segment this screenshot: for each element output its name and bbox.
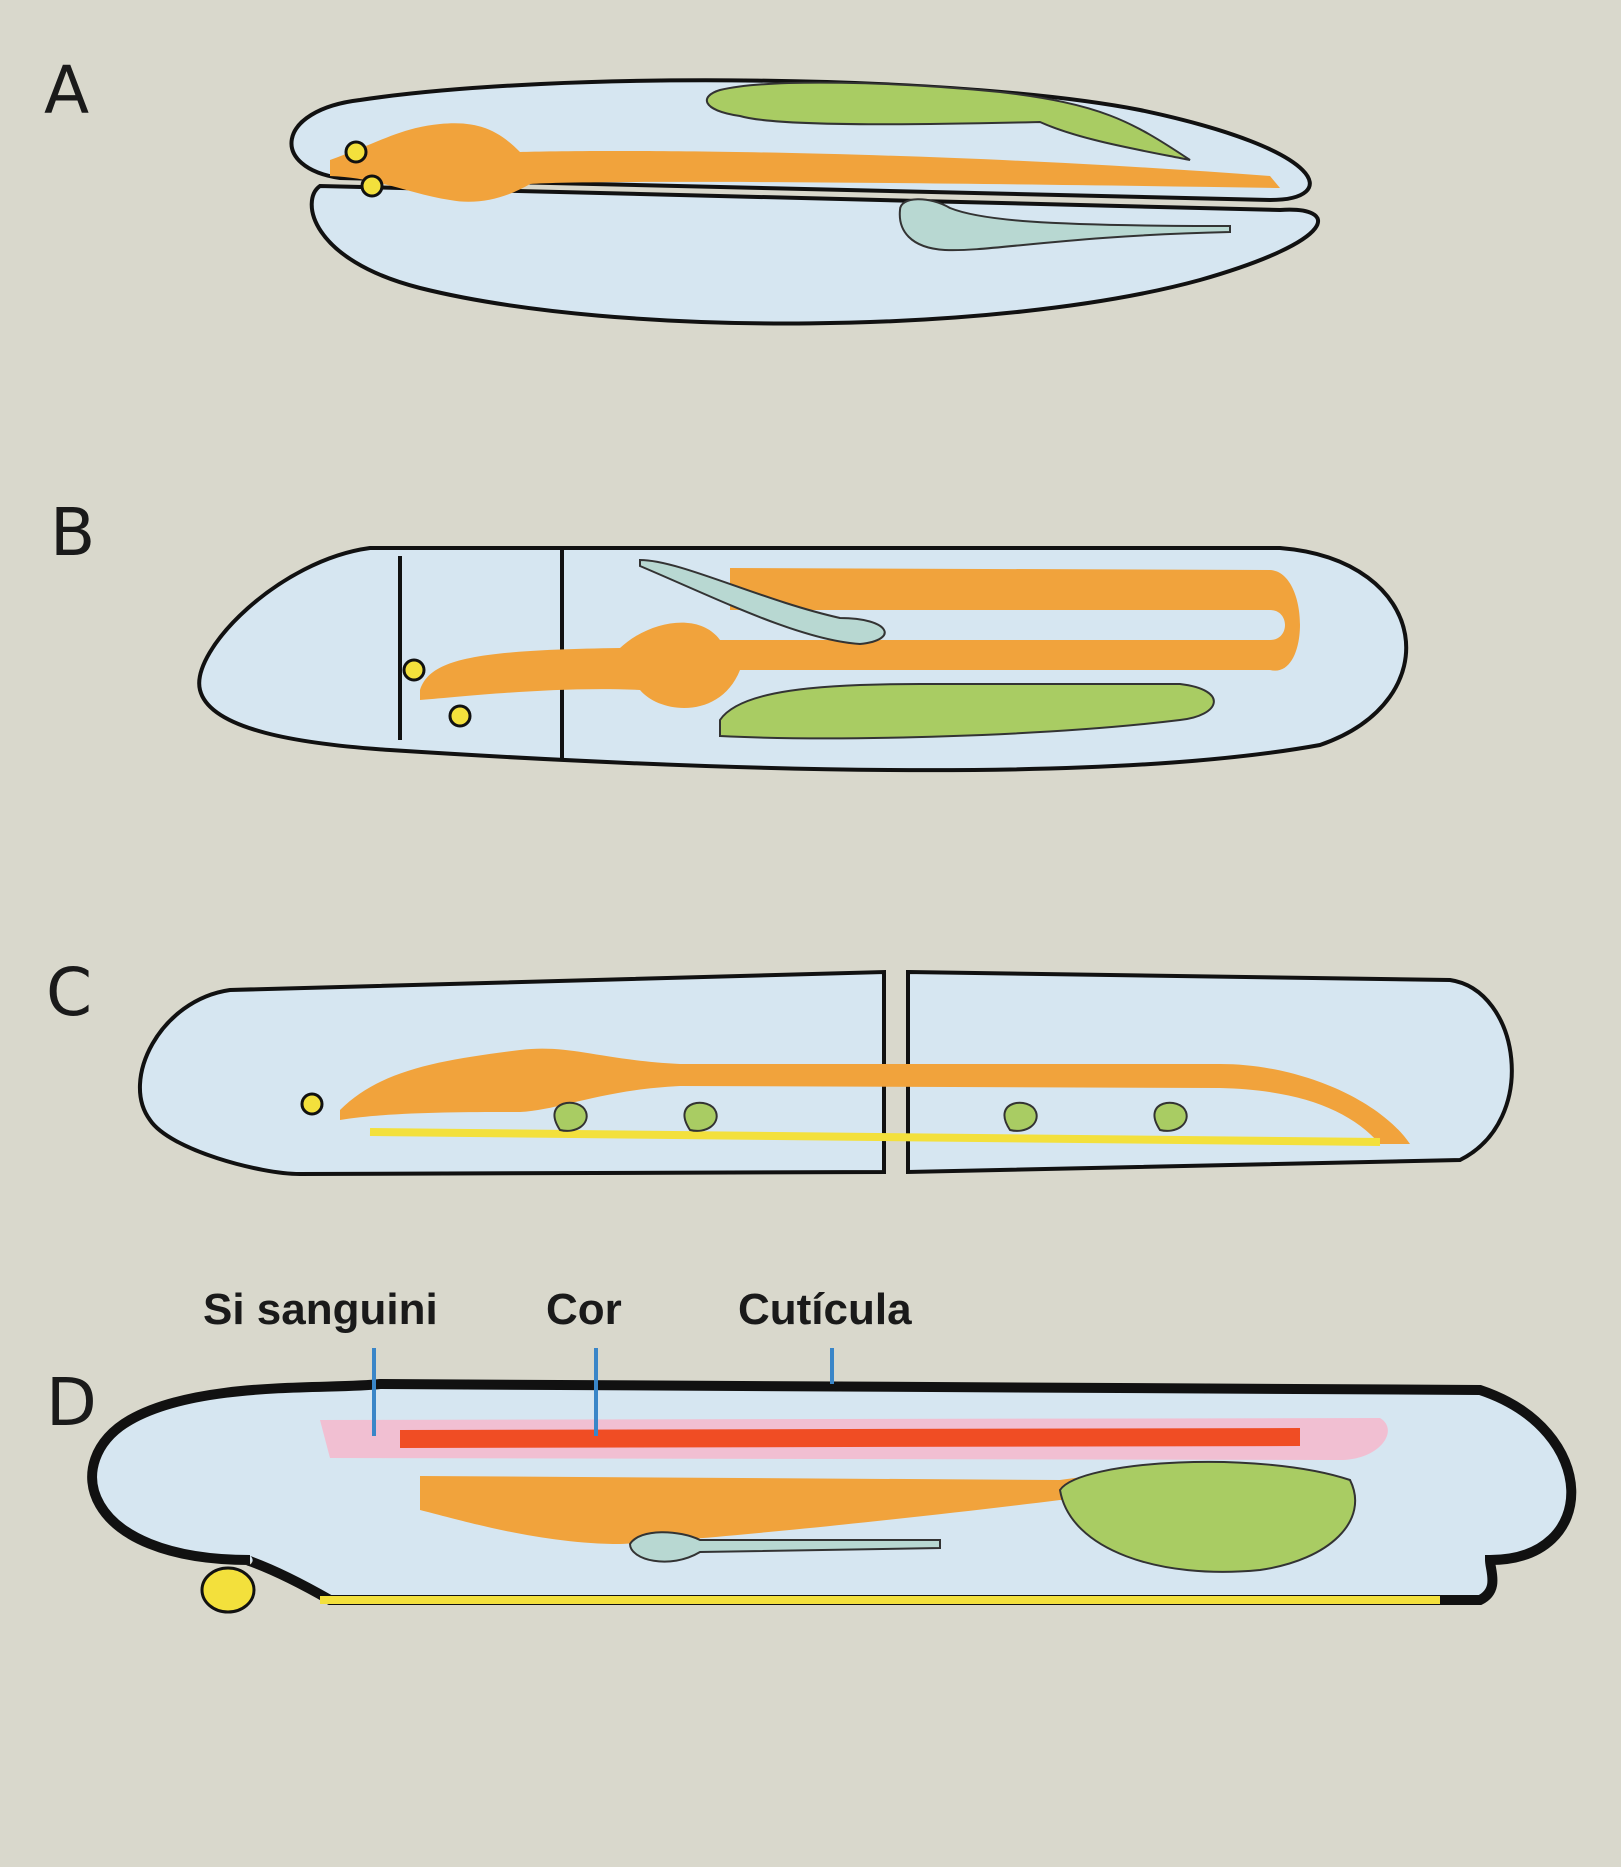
panel-c-gonad-3 <box>1003 1101 1038 1132</box>
panel-a-gland <box>898 198 1231 252</box>
panel-c-gonad-2 <box>683 1101 718 1132</box>
panel-b-letter: B <box>50 494 96 571</box>
panel-d-gonad <box>1058 1460 1356 1573</box>
label-cuticle: Cutícula <box>738 1285 912 1334</box>
panel-a-drawing <box>289 78 1320 326</box>
panel-b-gland <box>639 558 886 646</box>
panel-a-lower-body <box>309 183 1320 326</box>
panel-c-letter: C <box>46 954 93 1031</box>
panel-a-gut <box>330 123 1280 202</box>
panel-b-ganglion-upper <box>402 658 426 682</box>
panel-a-ganglion-upper <box>344 140 368 164</box>
panel-b-gonad <box>719 683 1215 740</box>
panel-d-gland <box>628 1531 941 1563</box>
label-blood-sinus: Si sanguini <box>203 1285 438 1334</box>
panel-a-ganglion-lower <box>360 174 384 198</box>
panel-b-ganglion-lower <box>448 704 472 728</box>
panel-c-gonad-1 <box>553 1101 588 1132</box>
panel-d-letter: D <box>46 1364 97 1441</box>
panel-c-gut <box>340 1048 1410 1144</box>
panel-d-drawing <box>87 1348 1577 1614</box>
panel-c-ganglion <box>300 1092 324 1116</box>
panel-b-gut <box>420 568 1300 709</box>
panel-d-heart <box>400 1428 1300 1448</box>
label-heart: Cor <box>546 1285 622 1334</box>
panel-c-gonad-4 <box>1153 1101 1188 1132</box>
panel-c-nerve-cord <box>369 1128 1381 1146</box>
panel-c-drawing <box>138 969 1514 1177</box>
panel-a-letter: A <box>44 52 90 129</box>
panel-b-drawing <box>197 546 1409 773</box>
panel-d-brain <box>200 1566 256 1614</box>
panel-a-gonad <box>705 81 1191 161</box>
